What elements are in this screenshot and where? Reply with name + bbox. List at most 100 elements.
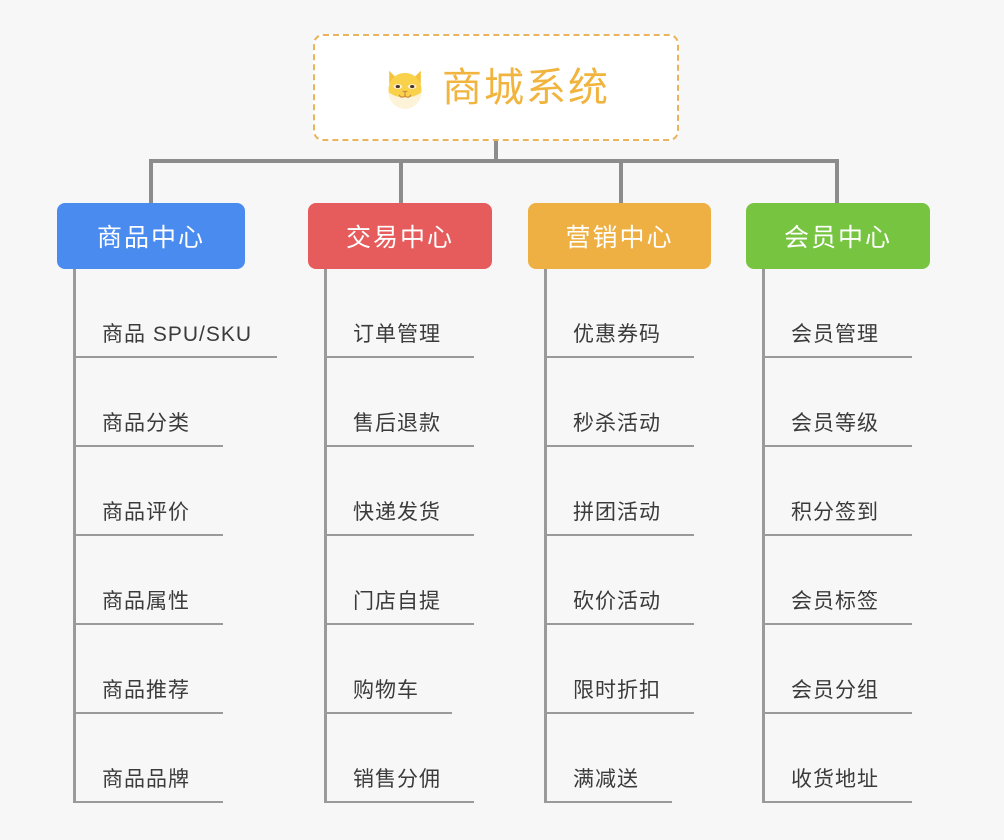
column-marketing-center: 营销中心 优惠券码 秒杀活动 拼团活动 砍价活动 限时折扣	[528, 203, 711, 803]
connector-drop-member	[835, 159, 839, 205]
leaf-list-marketing-center: 优惠券码 秒杀活动 拼团活动 砍价活动 限时折扣 满减送	[528, 269, 711, 803]
leaf-underline	[324, 356, 474, 358]
leaf-item[interactable]: 售后退款	[308, 358, 492, 447]
leaf-item[interactable]: 商品分类	[57, 358, 245, 447]
leaf-underline	[762, 801, 912, 803]
column-trade-center: 交易中心 订单管理 售后退款 快递发货 门店自提 购物车	[308, 203, 492, 803]
leaf-item[interactable]: 会员管理	[746, 269, 930, 358]
leaf-underline	[73, 801, 223, 803]
column-product-center: 商品中心 商品 SPU/SKU 商品分类 商品评价 商品属性 商品推荐	[57, 203, 277, 803]
leaf-label: 满减送	[573, 768, 639, 791]
leaf-underline	[324, 801, 474, 803]
leaf-item[interactable]: 会员等级	[746, 358, 930, 447]
leaf-underline	[324, 534, 474, 536]
connector-horizontal-bus	[149, 159, 839, 163]
category-header-label: 营销中心	[565, 224, 674, 252]
leaf-label: 会员标签	[791, 590, 879, 613]
leaf-list-product-center: 商品 SPU/SKU 商品分类 商品评价 商品属性 商品推荐 商品品牌	[57, 269, 277, 803]
leaf-item[interactable]: 秒杀活动	[528, 358, 711, 447]
category-header-trade-center[interactable]: 交易中心	[308, 203, 492, 269]
leaf-underline	[544, 801, 672, 803]
leaf-underline	[73, 356, 277, 358]
leaf-label: 购物车	[353, 679, 419, 702]
leaf-item[interactable]: 购物车	[308, 625, 492, 714]
leaf-item[interactable]: 会员标签	[746, 536, 930, 625]
leaf-label: 会员分组	[791, 679, 879, 702]
leaf-label: 秒杀活动	[573, 412, 661, 435]
leaf-underline	[762, 356, 912, 358]
leaf-underline	[73, 623, 223, 625]
leaf-item[interactable]: 满减送	[528, 714, 711, 803]
leaf-list-member-center: 会员管理 会员等级 积分签到 会员标签 会员分组 收货地址	[746, 269, 930, 803]
leaf-underline	[762, 445, 912, 447]
leaf-item[interactable]: 收货地址	[746, 714, 930, 803]
leaf-underline	[73, 534, 223, 536]
leaf-label: 商品 SPU/SKU	[102, 323, 253, 346]
tree-spine	[324, 269, 327, 803]
leaf-label: 拼团活动	[573, 501, 661, 524]
leaf-label: 砍价活动	[573, 590, 661, 613]
leaf-label: 商品品牌	[102, 768, 190, 791]
root-node-content: 商城系统	[382, 65, 610, 111]
leaf-item[interactable]: 会员分组	[746, 625, 930, 714]
leaf-underline	[544, 445, 694, 447]
leaf-item[interactable]: 限时折扣	[528, 625, 711, 714]
column-member-center: 会员中心 会员管理 会员等级 积分签到 会员标签 会员分组	[746, 203, 930, 803]
leaf-label: 门店自提	[353, 590, 441, 613]
category-header-label: 商品中心	[96, 224, 205, 252]
tree-spine	[73, 269, 76, 803]
connector-drop-trade	[399, 159, 403, 205]
leaf-label: 快递发货	[353, 501, 441, 524]
leaf-label: 商品分类	[102, 412, 190, 435]
leaf-label: 收货地址	[791, 768, 879, 791]
leaf-item[interactable]: 拼团活动	[528, 447, 711, 536]
connector-drop-marketing	[619, 159, 623, 205]
connector-root-stub	[494, 141, 498, 163]
root-title: 商城系统	[442, 65, 610, 110]
leaf-underline	[324, 623, 474, 625]
category-header-marketing-center[interactable]: 营销中心	[528, 203, 711, 269]
leaf-underline	[762, 534, 912, 536]
category-header-member-center[interactable]: 会员中心	[746, 203, 930, 269]
leaf-item[interactable]: 快递发货	[308, 447, 492, 536]
leaf-underline	[544, 534, 694, 536]
leaf-underline	[544, 712, 694, 714]
leaf-item[interactable]: 商品品牌	[57, 714, 245, 803]
category-header-label: 交易中心	[345, 224, 454, 252]
leaf-item[interactable]: 订单管理	[308, 269, 492, 358]
leaf-label: 商品属性	[102, 590, 190, 613]
leaf-underline	[324, 445, 474, 447]
leaf-label: 积分签到	[791, 501, 879, 524]
leaf-label: 会员管理	[791, 323, 879, 346]
tree-spine	[762, 269, 765, 803]
leaf-label: 售后退款	[353, 412, 441, 435]
category-header-label: 会员中心	[783, 224, 892, 252]
leaf-underline	[762, 712, 912, 714]
leaf-underline	[762, 623, 912, 625]
leaf-item[interactable]: 销售分佣	[308, 714, 492, 803]
leaf-item[interactable]: 积分签到	[746, 447, 930, 536]
tree-spine	[544, 269, 547, 803]
leaf-underline	[544, 623, 694, 625]
leaf-underline	[324, 712, 452, 714]
leaf-item[interactable]: 砍价活动	[528, 536, 711, 625]
leaf-label: 商品评价	[102, 501, 190, 524]
leaf-underline	[73, 445, 223, 447]
leaf-item[interactable]: 商品属性	[57, 536, 245, 625]
leaf-item[interactable]: 优惠券码	[528, 269, 711, 358]
connector-drop-product	[149, 159, 153, 205]
leaf-underline	[544, 356, 694, 358]
leaf-item[interactable]: 商品评价	[57, 447, 245, 536]
leaf-item[interactable]: 门店自提	[308, 536, 492, 625]
root-node[interactable]: 商城系统	[313, 34, 679, 141]
leaf-list-trade-center: 订单管理 售后退款 快递发货 门店自提 购物车 销售分佣	[308, 269, 492, 803]
leaf-label: 订单管理	[353, 323, 441, 346]
leaf-item[interactable]: 商品推荐	[57, 625, 245, 714]
shiba-dog-icon	[388, 70, 422, 109]
leaf-underline	[73, 712, 223, 714]
leaf-label: 销售分佣	[353, 768, 441, 791]
leaf-item[interactable]: 商品 SPU/SKU	[57, 269, 277, 358]
leaf-label: 会员等级	[791, 412, 879, 435]
category-header-product-center[interactable]: 商品中心	[57, 203, 245, 269]
